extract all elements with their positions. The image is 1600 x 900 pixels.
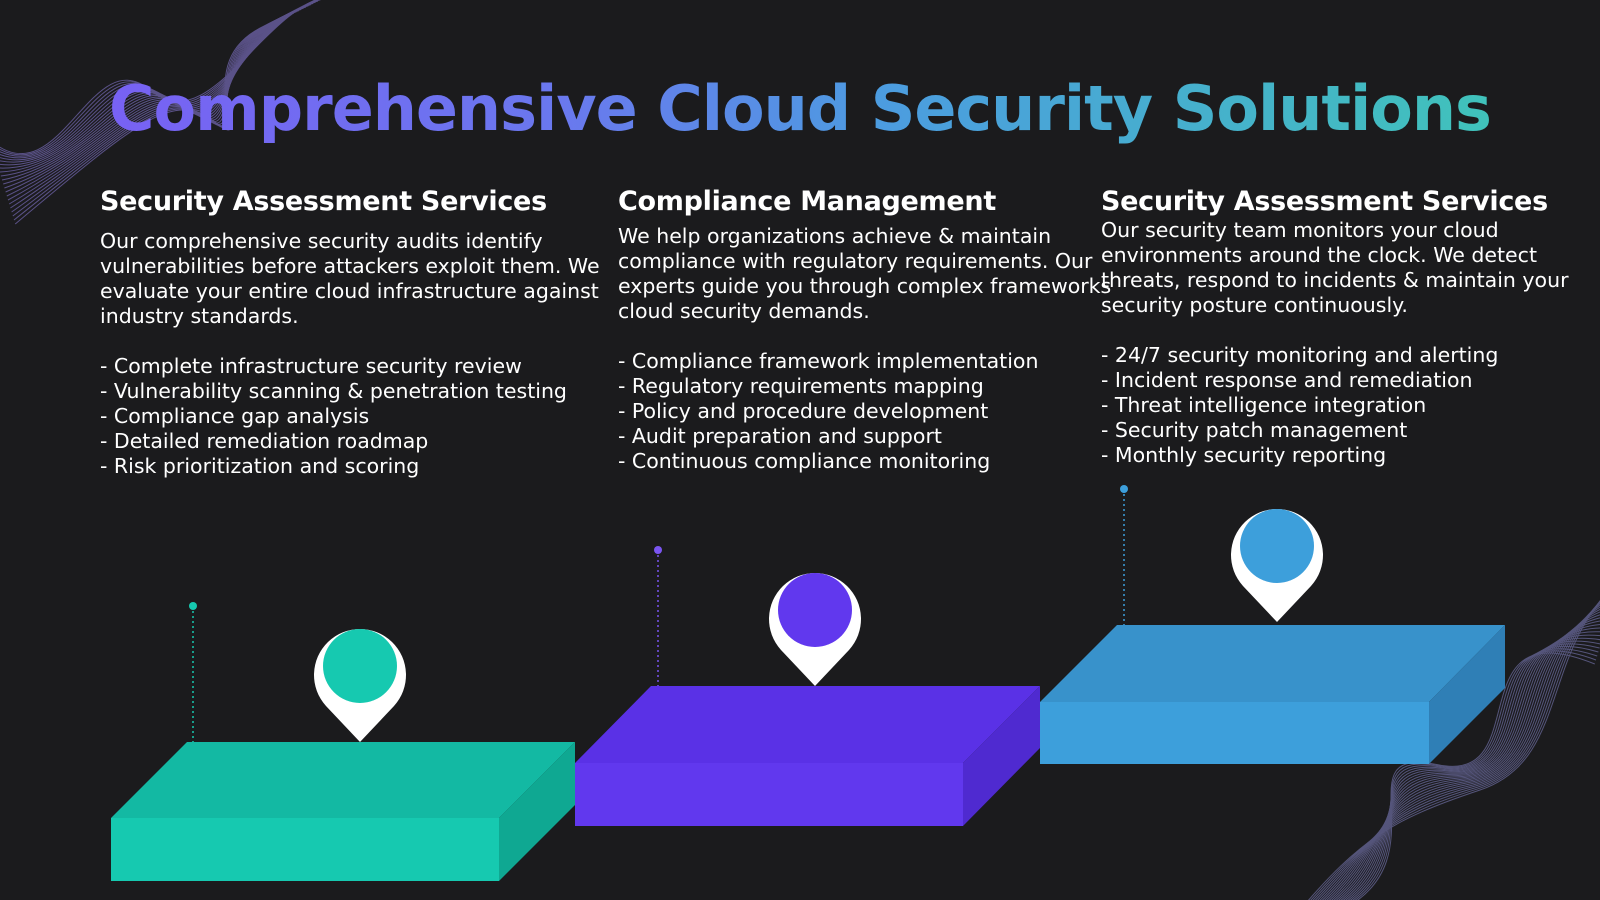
list-item: - Compliance gap analysis: [100, 404, 370, 428]
list-item: - Continuous compliance monitoring: [618, 449, 991, 473]
column-description: Our comprehensive security audits identi…: [100, 229, 600, 328]
service-column-compliance-management: Compliance Management We help organizati…: [618, 186, 1128, 474]
list-item: - Risk prioritization and scoring: [100, 454, 420, 478]
list-item: - Compliance framework implementation: [618, 349, 1039, 373]
location-pin-icon: [314, 629, 407, 742]
list-item: - Monthly security reporting: [1101, 443, 1387, 467]
feature-list: - Compliance framework implementation - …: [618, 349, 1128, 474]
list-item: - Incident response and remediation: [1101, 368, 1473, 392]
list-item: - Audit preparation and support: [618, 424, 942, 448]
step-block-2: [575, 546, 1040, 826]
column-heading: Security Assessment Services: [1101, 186, 1548, 217]
column-description: We help organizations achieve & maintain…: [618, 224, 1112, 323]
list-item: - Detailed remediation roadmap: [100, 429, 429, 453]
service-column-security-assessment: Security Assessment Services Our compreh…: [100, 186, 610, 479]
step-block-3: [1040, 485, 1505, 764]
location-pin-icon: [769, 573, 862, 686]
list-item: - Security patch management: [1101, 418, 1408, 442]
list-item: - Vulnerability scanning & penetration t…: [100, 379, 567, 403]
step-block-1: [111, 602, 575, 881]
location-pin-icon: [1231, 509, 1324, 622]
list-item: - 24/7 security monitoring and alerting: [1101, 343, 1499, 367]
wave-lines-decoration: [0, 0, 321, 225]
wave-lines-decoration: [1308, 600, 1600, 900]
feature-list: - Complete infrastructure security revie…: [100, 354, 610, 479]
list-item: - Threat intelligence integration: [1101, 393, 1427, 417]
column-heading: Security Assessment Services: [100, 186, 547, 217]
feature-list: - 24/7 security monitoring and alerting …: [1101, 343, 1600, 468]
page-title: Comprehensive Cloud Security Solutions: [0, 72, 1600, 145]
list-item: - Regulatory requirements mapping: [618, 374, 984, 398]
list-item: - Policy and procedure development: [618, 399, 989, 423]
column-heading: Compliance Management: [618, 186, 996, 217]
column-description: Our security team monitors your cloud en…: [1101, 218, 1569, 317]
list-item: - Complete infrastructure security revie…: [100, 354, 522, 378]
service-column-security-monitoring: Security Assessment Services Our securit…: [1101, 186, 1600, 468]
